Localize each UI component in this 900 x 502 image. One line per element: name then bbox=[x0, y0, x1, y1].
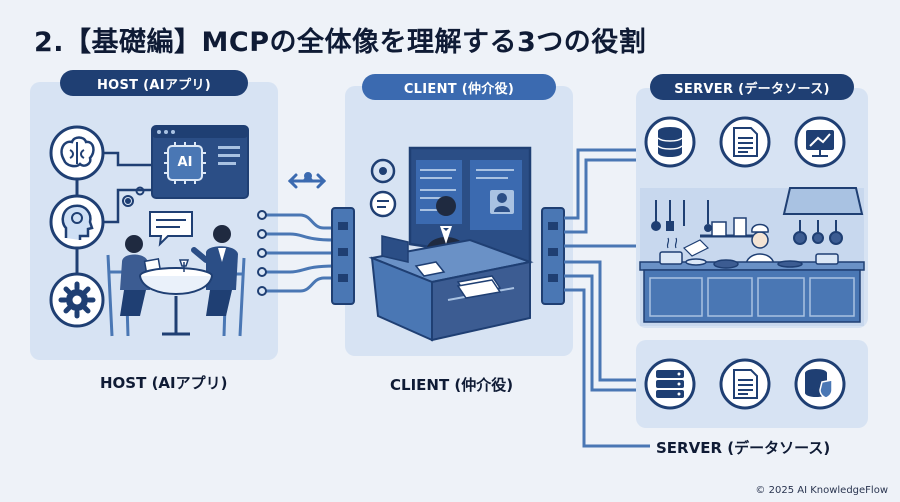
small-gears-icon bbox=[122, 186, 145, 207]
usb-arrows-icon bbox=[287, 172, 327, 189]
page-title: 2.【基礎編】MCPの全体像を理解する3つの役割 bbox=[34, 27, 647, 58]
document-icon bbox=[719, 116, 771, 168]
head-brain-icon bbox=[49, 194, 105, 250]
gear-icon bbox=[49, 272, 105, 328]
reception-counter bbox=[368, 235, 534, 342]
host-client-cables bbox=[262, 213, 335, 293]
secure-database-icon bbox=[794, 358, 846, 410]
client-caption: CLIENT (仲介役) bbox=[390, 376, 514, 394]
document-icon-2 bbox=[719, 358, 771, 410]
database-icon bbox=[644, 116, 696, 168]
host-caption: HOST (AIアプリ) bbox=[100, 374, 228, 392]
server-rack-icon bbox=[644, 358, 696, 410]
host-label: HOST (AIアプリ) bbox=[60, 70, 248, 96]
dining-people-illustration bbox=[106, 225, 246, 337]
brain-icon bbox=[49, 125, 105, 181]
copyright-footer: © 2025 AI KnowledgeFlow bbox=[755, 485, 888, 496]
client-gear-icon bbox=[370, 158, 396, 184]
ai-chip-text: AI bbox=[177, 155, 193, 170]
chat-bubble-icon bbox=[149, 211, 193, 247]
server-caption: SERVER (データソース) bbox=[656, 439, 831, 457]
host-ports bbox=[257, 210, 267, 296]
monitor-chart-icon bbox=[794, 116, 846, 168]
client-right-connector bbox=[541, 207, 565, 305]
ai-chip-icon bbox=[164, 142, 206, 184]
kitchen-illustration bbox=[639, 187, 865, 326]
client-chat-icon bbox=[369, 190, 397, 218]
server-label: SERVER (データソース) bbox=[650, 74, 854, 100]
client-label: CLIENT (仲介役) bbox=[362, 74, 556, 100]
client-left-connector bbox=[331, 207, 355, 305]
client-server-cables bbox=[564, 148, 650, 448]
